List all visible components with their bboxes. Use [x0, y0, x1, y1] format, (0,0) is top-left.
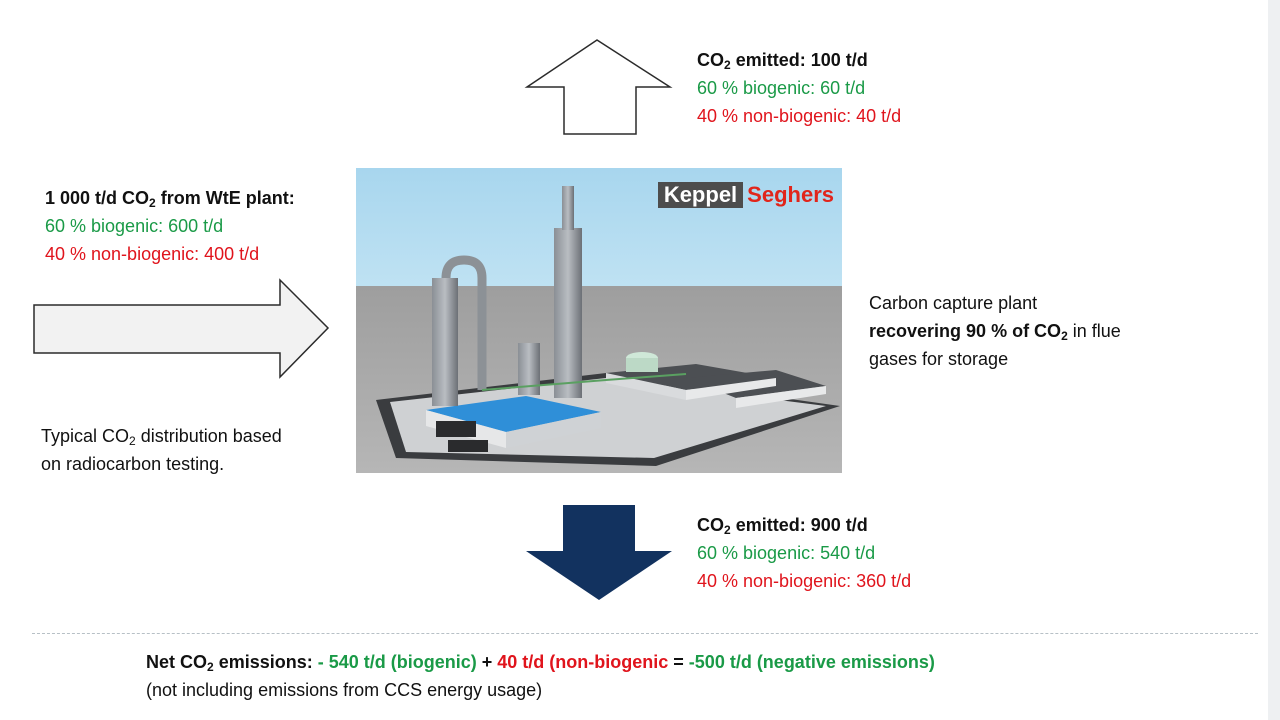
- input-biogenic: 60 % biogenic: 600 t/d: [45, 216, 224, 236]
- logo-seghers: Seghers: [747, 182, 834, 207]
- side-panel: [1268, 0, 1280, 720]
- bottom-emission-heading: CO2 emitted: 900 t/d: [697, 515, 868, 537]
- net-non-biogenic: 40 t/d (non-biogenic: [497, 652, 669, 672]
- input-heading: 1 000 t/d CO2 from WtE plant:: [45, 188, 295, 210]
- input-non-biogenic: 40 % non-biogenic: 400 t/d: [45, 244, 260, 264]
- down-arrow-icon: [526, 505, 672, 600]
- bottom-emission-block: CO2 emitted: 900 t/d 60 % biogenic: 540 …: [697, 511, 911, 595]
- input-block: 1 000 t/d CO2 from WtE plant: 60 % bioge…: [45, 184, 295, 268]
- capture-description: Carbon capture plant recovering 90 % of …: [869, 289, 1121, 373]
- dashed-divider: [32, 633, 1258, 634]
- plant-image: Keppel Seghers: [356, 168, 842, 473]
- capture-line3: gases for storage: [869, 349, 1009, 369]
- net-result: -500 t/d (negative emissions): [688, 652, 935, 672]
- top-emission-non-biogenic: 40 % non-biogenic: 40 t/d: [697, 106, 902, 126]
- plant-illustration: [356, 168, 842, 473]
- distribution-note: Typical CO2 distribution based on radioc…: [41, 422, 282, 478]
- top-emission-heading: CO2 emitted: 100 t/d: [697, 50, 868, 72]
- keppel-seghers-logo: Keppel Seghers: [657, 182, 834, 208]
- distribution-note-line2: on radiocarbon testing.: [41, 454, 225, 474]
- net-emissions: Net CO2 emissions: - 540 t/d (biogenic) …: [146, 648, 935, 704]
- capture-line1: Carbon capture plant: [869, 293, 1038, 313]
- distribution-note-line1: Typical CO2 distribution based: [41, 426, 282, 448]
- net-emissions-line: Net CO2 emissions: - 540 t/d (biogenic) …: [146, 652, 935, 674]
- top-emission-block: CO2 emitted: 100 t/d 60 % biogenic: 60 t…: [697, 46, 901, 130]
- net-biogenic: - 540 t/d (biogenic): [317, 652, 477, 672]
- right-arrow-icon: [33, 278, 330, 379]
- net-footnote: (not including emissions from CCS energy…: [146, 680, 543, 700]
- top-emission-biogenic: 60 % biogenic: 60 t/d: [697, 78, 866, 98]
- logo-keppel: Keppel: [657, 182, 744, 208]
- bottom-emission-biogenic: 60 % biogenic: 540 t/d: [697, 543, 876, 563]
- up-arrow-icon: [524, 39, 673, 135]
- bottom-emission-non-biogenic: 40 % non-biogenic: 360 t/d: [697, 571, 912, 591]
- capture-line2: recovering 90 % of CO2 in flue: [869, 321, 1121, 343]
